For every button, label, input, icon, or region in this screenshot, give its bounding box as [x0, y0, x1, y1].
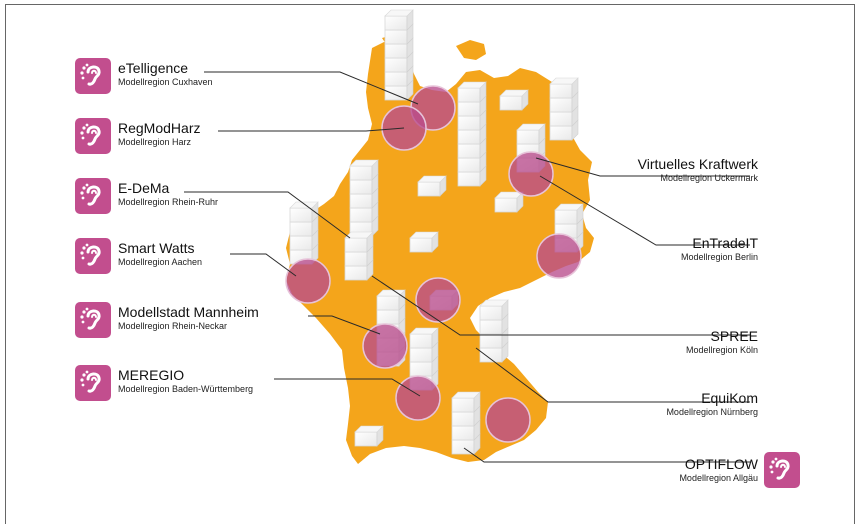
project-title: SPREE — [710, 328, 758, 344]
building-stack — [494, 191, 524, 213]
label-regmodharz[interactable]: RegModHarz Modellregion Harz — [118, 120, 200, 148]
label-optiflow[interactable]: OPTIFLOW Modellregion Allgäu — [679, 456, 758, 484]
label-edema[interactable]: E-DeMa Modellregion Rhein-Ruhr — [118, 180, 218, 208]
building-stack — [417, 175, 447, 197]
project-title: EquiKom — [701, 390, 758, 406]
leader-line — [184, 191, 351, 239]
leader-line — [539, 175, 750, 246]
ear-icon[interactable] — [75, 178, 111, 214]
project-region: Modellregion Köln — [685, 345, 758, 355]
project-title: Virtuelles Kraftwerk — [637, 156, 758, 172]
label-mannheim[interactable]: Modellstadt Mannheim Modellregion Rhein-… — [118, 304, 259, 332]
project-title: OPTIFLOW — [684, 456, 758, 472]
project-region: Modellregion Nürnberg — [666, 407, 758, 417]
building-stack — [499, 89, 529, 111]
ear-icon[interactable] — [75, 238, 111, 274]
building-stack — [549, 77, 579, 141]
building-stack — [457, 81, 487, 187]
building-stack — [451, 391, 481, 455]
highlight-circle — [362, 323, 408, 369]
building-stack — [479, 299, 509, 363]
project-region: Modellregion Cuxhaven — [118, 77, 213, 87]
building-cubes — [289, 9, 584, 455]
project-title: E-DeMa — [118, 180, 170, 196]
island-ruegen — [456, 40, 486, 60]
building-stack — [344, 231, 374, 281]
leader-line — [535, 157, 750, 177]
project-title: EnTradeIT — [692, 235, 758, 251]
leader-line — [274, 378, 421, 397]
leader-line — [204, 71, 419, 105]
ear-icon[interactable] — [75, 365, 111, 401]
label-equikom[interactable]: EquiKom Modellregion Nürnberg — [666, 390, 758, 418]
building-stack — [349, 159, 379, 237]
leader-lines — [184, 71, 750, 463]
label-meregio[interactable]: MEREGIO Modellregion Baden-Württemberg — [118, 367, 253, 395]
highlight-circle — [285, 258, 331, 304]
project-region: Modellregion Berlin — [680, 252, 758, 262]
highlight-circle — [395, 375, 441, 421]
project-title: eTelligence — [118, 60, 189, 76]
ear-icon[interactable] — [75, 302, 111, 338]
project-region: Modellregion Rhein-Neckar — [118, 321, 228, 331]
project-region: Modellregion Rhein-Ruhr — [118, 197, 219, 207]
building-stack — [384, 9, 414, 101]
highlight-circles — [285, 85, 582, 443]
project-region: Modellregion Harz — [118, 137, 192, 147]
highlight-circle — [485, 397, 531, 443]
label-kraftwerk[interactable]: Virtuelles Kraftwerk Modellregion Uckerm… — [638, 156, 758, 184]
building-stack — [409, 231, 439, 253]
leader-line — [218, 127, 405, 132]
project-title: Modellstadt Mannheim — [118, 304, 259, 320]
building-stack — [354, 425, 384, 447]
leader-line — [230, 253, 297, 277]
project-title: MEREGIO — [118, 367, 185, 383]
project-title: RegModHarz — [118, 120, 201, 136]
project-title: Smart Watts — [118, 240, 195, 256]
label-etelligence[interactable]: eTelligence Modellregion Cuxhaven — [118, 60, 213, 88]
highlight-circle — [415, 277, 461, 323]
label-smartwatts[interactable]: Smart Watts Modellregion Aachen — [118, 240, 202, 268]
project-region: Modellregion Baden-Württemberg — [118, 384, 254, 394]
ear-icon[interactable] — [764, 452, 800, 488]
label-entradeit[interactable]: EnTradeIT Modellregion Berlin — [681, 235, 758, 263]
project-region: Modellregion Uckermark — [660, 173, 758, 183]
ear-icon[interactable] — [75, 118, 111, 154]
ear-icon[interactable] — [75, 58, 111, 94]
highlight-circle — [508, 151, 554, 197]
project-region: Modellregion Allgäu — [679, 473, 758, 483]
leader-line — [475, 347, 750, 403]
project-region: Modellregion Aachen — [118, 257, 203, 267]
highlight-circle — [536, 233, 582, 279]
leader-line — [371, 275, 750, 336]
leader-line — [463, 447, 750, 463]
label-spree[interactable]: SPREE Modellregion Köln — [686, 328, 758, 356]
leader-line — [308, 315, 381, 335]
